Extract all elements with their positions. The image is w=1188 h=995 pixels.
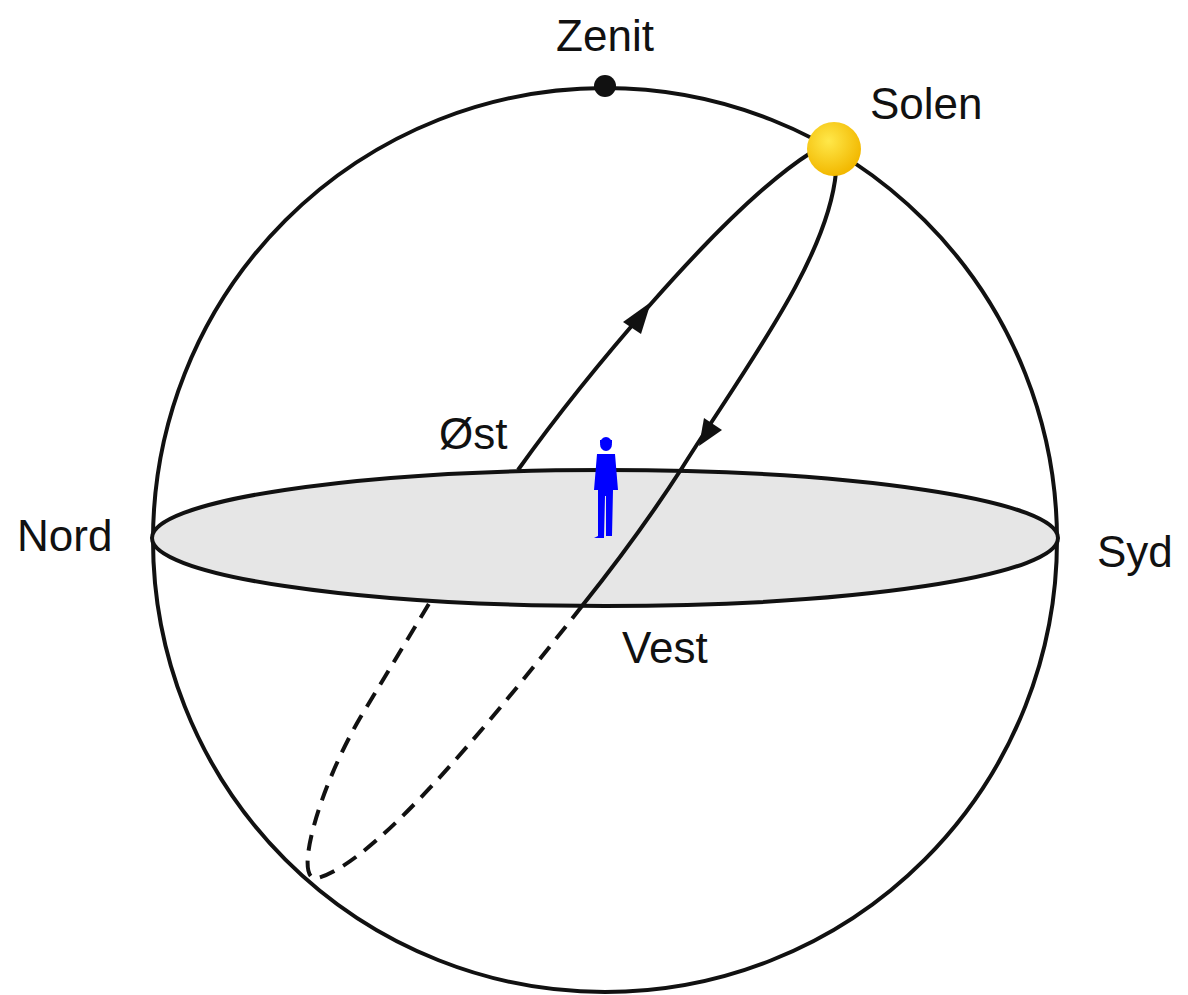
sun-path-setting	[582, 172, 836, 606]
sun-path-hidden	[308, 602, 582, 878]
zenith-label: Zenit	[554, 14, 656, 58]
zenith-dot	[594, 75, 616, 97]
east-label: Øst	[437, 412, 509, 456]
arrowhead	[623, 302, 651, 334]
arrowhead	[699, 418, 722, 446]
west-label: Vest	[620, 626, 710, 670]
sun-symbol	[807, 122, 861, 176]
celestial-sphere-outline	[153, 88, 1057, 992]
sun-label: Solen	[868, 82, 985, 126]
sun-path-rising	[518, 152, 812, 470]
north-label: Nord	[15, 514, 114, 558]
observer-figure	[594, 437, 618, 538]
south-label: Syd	[1095, 530, 1175, 574]
